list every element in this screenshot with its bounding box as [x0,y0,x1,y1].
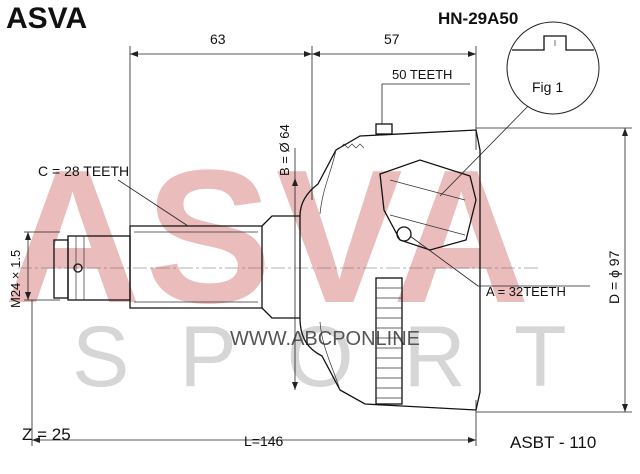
cotter-hole [73,263,83,273]
arrow-d-bottom [622,404,628,412]
arrow-b-top [292,178,298,186]
label-b-dia: B = Ø 64 [277,124,292,176]
label-50-teeth: 50 TEETH [392,67,452,82]
brand-title: ASVA [6,2,87,35]
label-thread: M24 × 1.5 [8,250,23,308]
housing-spline-bottom [319,321,341,391]
housing-upper [299,129,481,268]
leader-a-teeth [409,235,479,287]
arrow-top-right [468,51,476,57]
fig-label: Fig 1 [532,79,563,95]
shaft-collar [261,215,301,319]
inner-race [379,159,477,251]
arrow-top-mid-l [304,51,312,57]
dim-57: 57 [384,31,400,47]
watermark-sport: SPORT [72,309,617,405]
teeth-50-tab [375,123,393,135]
leader-c-teeth [117,179,189,227]
abs-ring [375,277,403,405]
label-d-dia: D = ϕ 97 [606,250,622,304]
housing-spline-top [319,149,337,215]
arrow-length-left [32,437,40,443]
arrow-length-right [468,437,476,443]
fig-detail-keyway [512,35,594,51]
part-number: HN-29A50 [438,9,518,28]
arrow-top-mid-r [312,51,320,57]
label-z: Z = 25 [22,425,71,444]
serration-top [339,143,365,149]
fig-detail-circle [506,21,600,115]
ball [396,226,412,242]
watermark-url: WWW.ABCPONLINE [230,328,420,350]
watermark-asva: ASVA [4,131,534,343]
label-a-teeth: A = 32TEETH [486,284,566,299]
arrow-thread-top [25,232,31,240]
cage-line-2 [389,214,466,236]
housing-lower [299,268,481,411]
reference-code: ASBT - 110 [510,433,596,452]
label-length: L=146 [244,433,284,449]
arrow-top-left [130,51,138,57]
arrow-d-top [622,128,628,136]
cage-line-1 [389,179,466,201]
leader-fig [439,99,535,197]
abs-ring-teeth [376,287,402,399]
dim-63: 63 [210,31,226,47]
arrow-b-bottom [292,382,298,390]
arrow-thread-bottom [25,292,31,300]
label-c-teeth: C = 28 TEETH [38,163,129,179]
